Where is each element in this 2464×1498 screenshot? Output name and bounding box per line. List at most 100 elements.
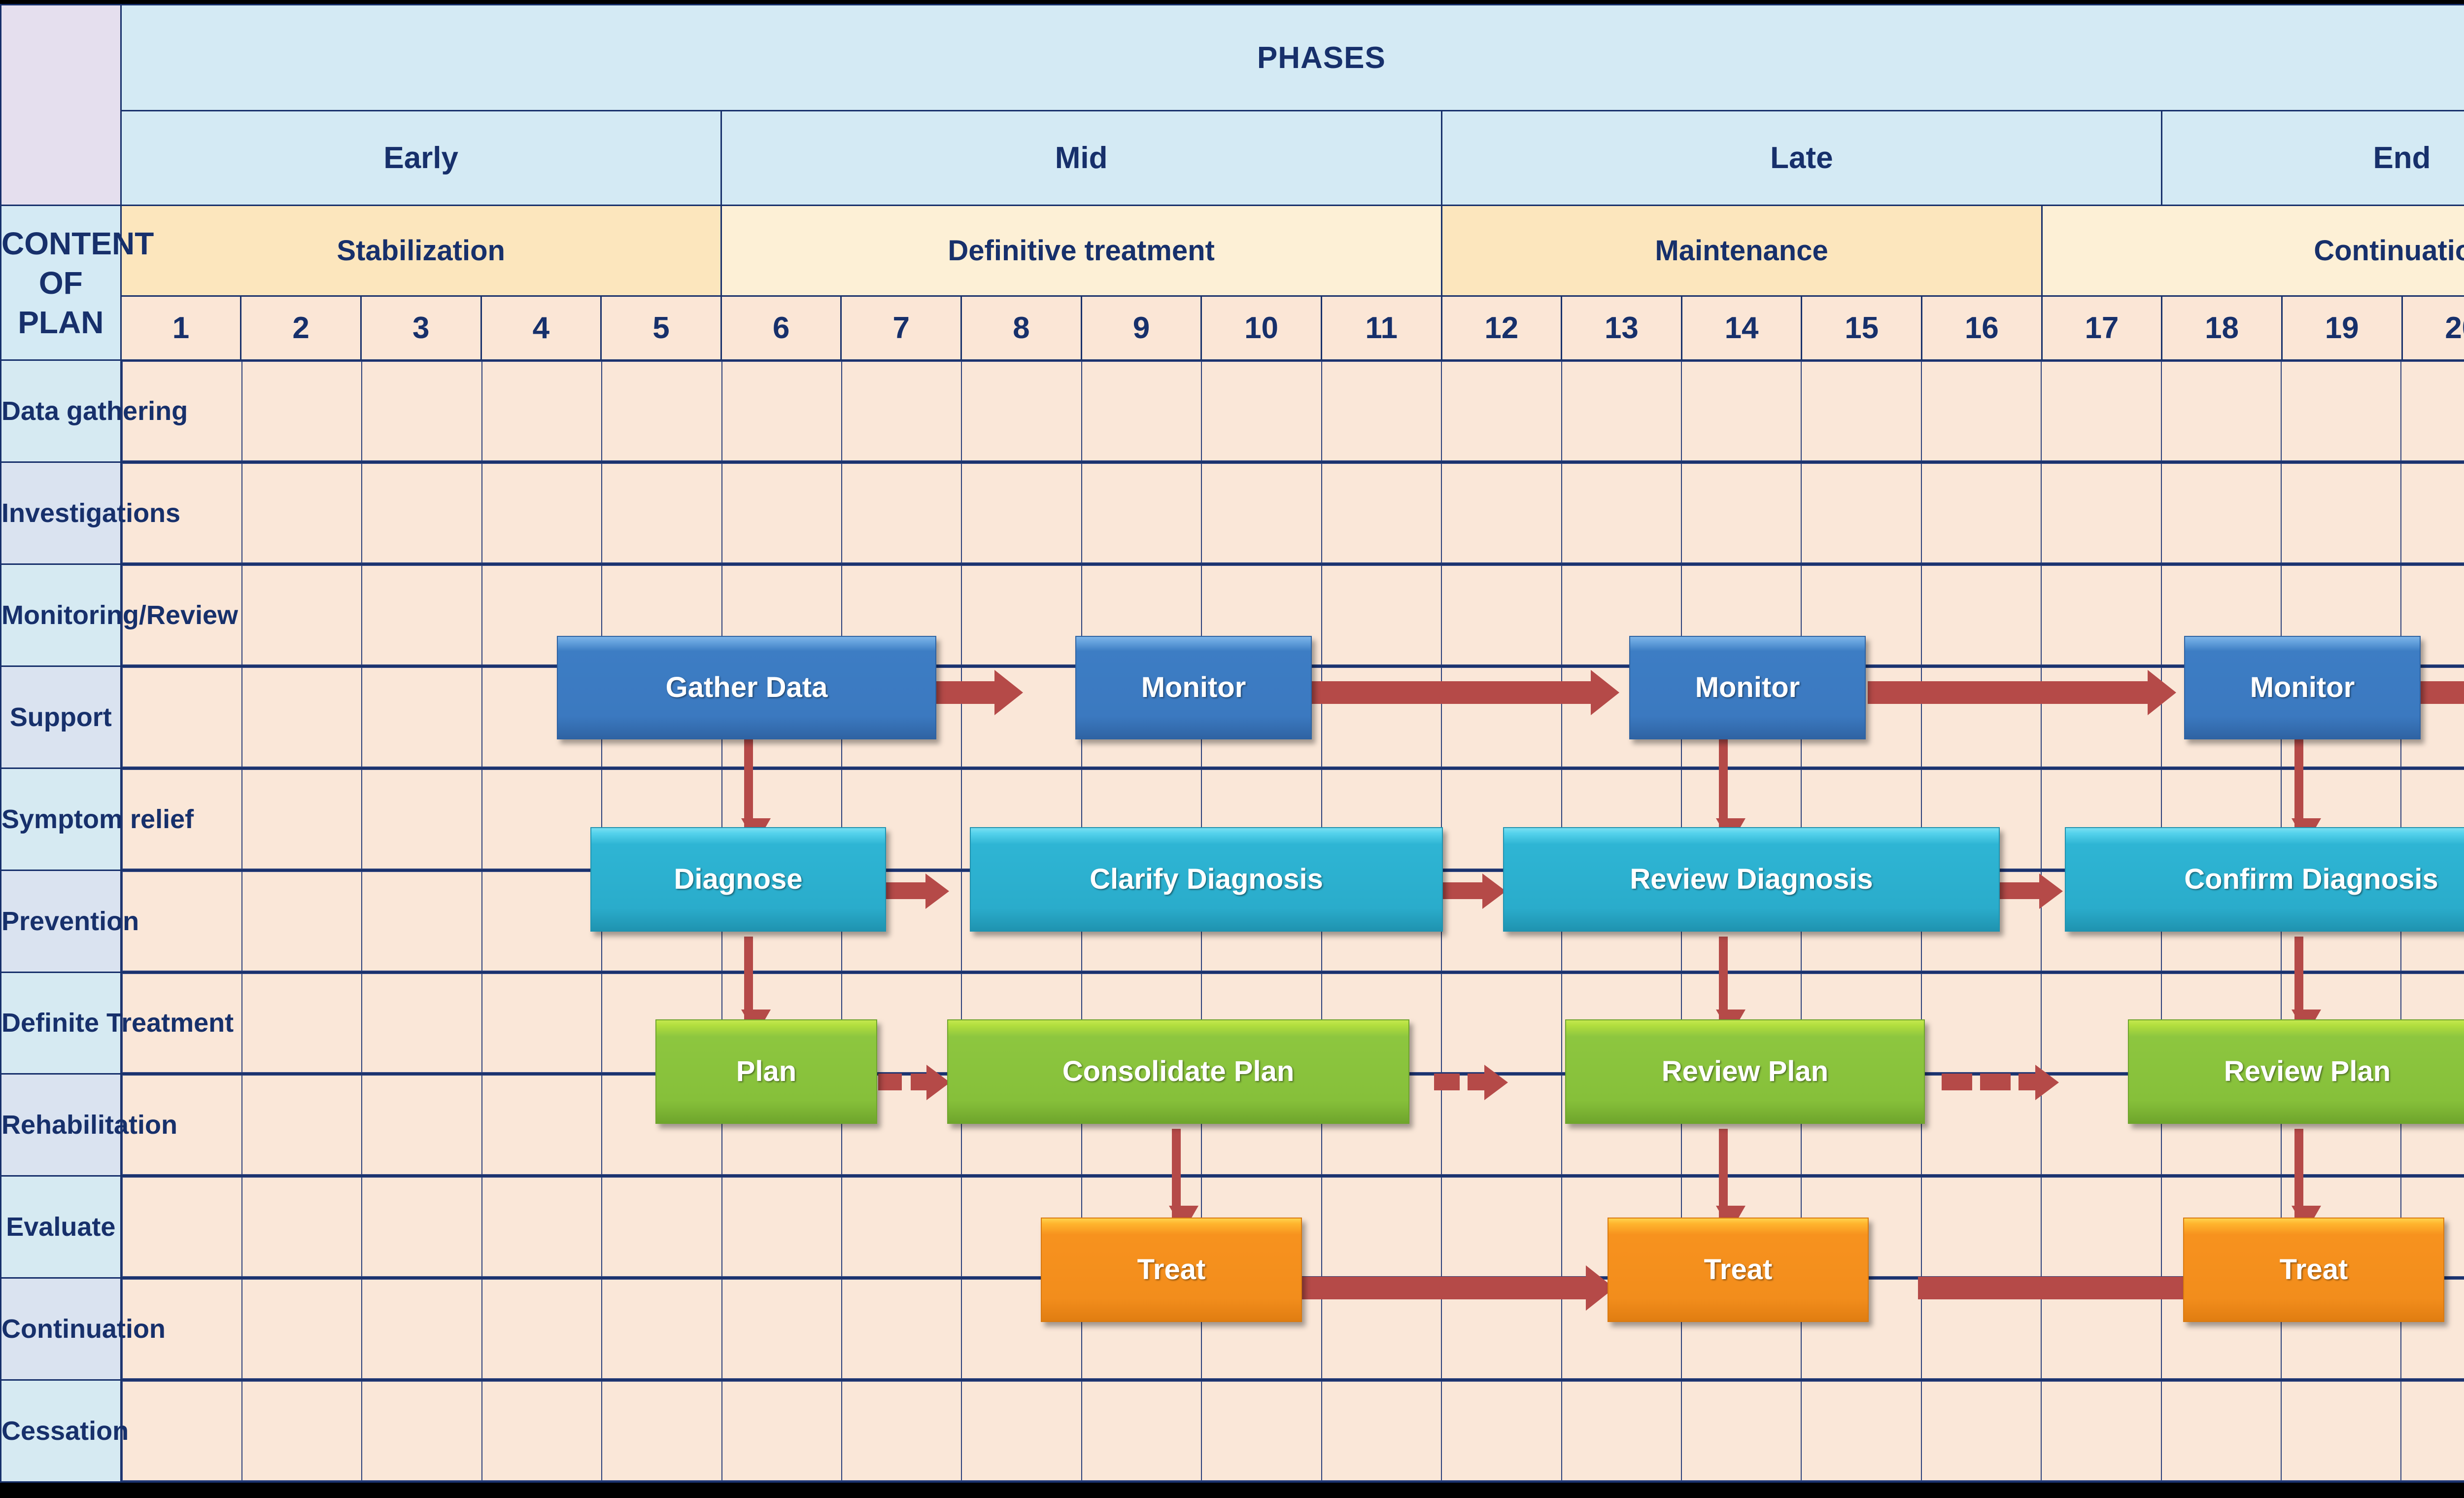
grid-cell bbox=[1321, 1177, 1442, 1278]
grid-cell bbox=[841, 463, 962, 564]
arrow-diagnose-down-to-plan bbox=[744, 937, 753, 1020]
grid-cell bbox=[481, 973, 603, 1074]
arrow-review-plan2-down-to-treat3 bbox=[2294, 1129, 2303, 1218]
node-label: Monitor bbox=[1695, 671, 1800, 703]
grid-cell bbox=[121, 1075, 243, 1176]
node-treat-3[interactable]: Treat bbox=[2183, 1218, 2444, 1322]
node-clarify-diagnosis[interactable]: Clarify Diagnosis bbox=[970, 827, 1443, 932]
node-gather-data[interactable]: Gather Data bbox=[557, 636, 936, 739]
header-row-stages: Early Mid Late End bbox=[1, 110, 2464, 207]
substage-maintenance: Maintenance bbox=[1440, 205, 2043, 297]
grid-cell bbox=[1561, 1380, 1682, 1482]
node-review-diagnosis[interactable]: Review Diagnosis bbox=[1503, 827, 2000, 932]
node-label: Review Plan bbox=[2224, 1055, 2391, 1087]
arrow-review-to-confirm bbox=[2000, 882, 2044, 899]
header-row-substages: CONTENT OF PLAN Stabilization Definitive… bbox=[0, 205, 2464, 361]
node-label: Treat bbox=[2279, 1254, 2348, 1286]
week-number-4: 4 bbox=[480, 295, 602, 361]
row-label-evaluate: Evaluate bbox=[0, 1175, 122, 1279]
grid-cell bbox=[1321, 1380, 1442, 1482]
grid-cell bbox=[241, 768, 363, 870]
grid-cell bbox=[2400, 463, 2464, 564]
grid-cell bbox=[481, 1075, 603, 1176]
arrowhead-consolidate-to-review bbox=[1484, 1065, 1508, 1100]
grid-cell bbox=[2041, 1177, 2162, 1278]
node-consolidate-plan[interactable]: Consolidate Plan bbox=[947, 1019, 1409, 1124]
grid-cell bbox=[481, 1279, 603, 1379]
grid-cell bbox=[241, 361, 363, 462]
grid-cell bbox=[841, 1380, 962, 1482]
grid-cell bbox=[841, 1177, 962, 1278]
week-number-20: 20 bbox=[2401, 295, 2464, 361]
grid-cell bbox=[241, 463, 363, 564]
node-monitor-2[interactable]: Monitor bbox=[1629, 636, 1866, 739]
week-number-10: 10 bbox=[1200, 295, 1322, 361]
grid-cell bbox=[121, 1279, 243, 1379]
node-label: Confirm Diagnosis bbox=[2184, 863, 2438, 895]
grid-cell bbox=[481, 768, 603, 870]
grid-cell bbox=[121, 871, 243, 972]
node-label: Consolidate Plan bbox=[1062, 1055, 1295, 1087]
node-label: Review Plan bbox=[1661, 1055, 1829, 1087]
grid-cell bbox=[361, 666, 482, 767]
grid-cell bbox=[481, 361, 603, 462]
grid-cell bbox=[1680, 1380, 1802, 1482]
grid-cell bbox=[1441, 463, 1562, 564]
arrow-monitor2-to-monitor3 bbox=[1868, 681, 2154, 704]
node-treat-1[interactable]: Treat bbox=[1041, 1218, 1302, 1322]
grid-cell bbox=[1801, 463, 1922, 564]
node-review-plan-2[interactable]: Review Plan bbox=[2128, 1019, 2464, 1124]
grid-cell bbox=[1201, 463, 1322, 564]
grid-cell bbox=[1081, 361, 1202, 462]
grid-cell bbox=[241, 666, 363, 767]
grid-cell bbox=[361, 871, 482, 972]
arrowhead-review-to-confirm bbox=[2039, 873, 2063, 909]
grid-cell bbox=[361, 1177, 482, 1278]
row-label-rehabilitation: Rehabilitation bbox=[0, 1073, 177, 1177]
stage-late: Late bbox=[1440, 110, 2163, 207]
grid-cell bbox=[481, 1380, 603, 1482]
grid-cell bbox=[2160, 1380, 2282, 1482]
phases-matrix: PHASES Early Mid Late End CONTENT OF PLA… bbox=[0, 3, 2464, 1483]
grid-cell bbox=[1201, 361, 1322, 462]
header-row-weeks: 1234567891011121314151617181920212223 bbox=[1, 295, 2464, 361]
grid-cell bbox=[2160, 361, 2282, 462]
node-label: Monitor bbox=[1141, 671, 1246, 703]
node-plan[interactable]: Plan bbox=[655, 1019, 877, 1124]
stage-early: Early bbox=[120, 110, 722, 207]
grid-cell bbox=[1081, 1380, 1202, 1482]
grid-cell bbox=[241, 1380, 363, 1482]
node-treat-2[interactable]: Treat bbox=[1608, 1218, 1869, 1322]
grid-cell bbox=[1920, 973, 2042, 1074]
arrowhead-gather-to-monitor1 bbox=[994, 670, 1023, 715]
grid-cell bbox=[2041, 1380, 2162, 1482]
node-review-plan-1[interactable]: Review Plan bbox=[1565, 1019, 1925, 1124]
node-label: Treat bbox=[1137, 1254, 1206, 1286]
node-confirm-diagnosis[interactable]: Confirm Diagnosis bbox=[2065, 827, 2464, 932]
corner-title-line2: PLAN bbox=[18, 304, 104, 340]
arrow-plan-to-consolidate-seg1 bbox=[878, 1074, 902, 1090]
grid-cell bbox=[1441, 973, 1562, 1074]
arrow-consolidate-down-to-treat1 bbox=[1172, 1129, 1181, 1218]
node-diagnose[interactable]: Diagnose bbox=[590, 827, 886, 932]
grid-cell bbox=[2280, 1380, 2402, 1482]
phases-title: PHASES bbox=[120, 3, 2464, 112]
grid-cell bbox=[601, 463, 722, 564]
corner-title: CONTENT OF PLAN bbox=[0, 205, 154, 361]
node-label: Plan bbox=[736, 1055, 797, 1087]
grid-cell bbox=[1920, 361, 2042, 462]
node-monitor-3[interactable]: Monitor bbox=[2184, 636, 2421, 739]
node-monitor-1[interactable]: Monitor bbox=[1075, 636, 1312, 739]
grid-cell bbox=[1920, 1075, 2042, 1176]
grid-cell bbox=[121, 463, 243, 564]
grid-cell bbox=[121, 361, 243, 462]
grid-cell bbox=[361, 1380, 482, 1482]
row-label-data-gathering: Data gathering bbox=[0, 359, 188, 463]
grid-cell bbox=[121, 973, 243, 1074]
grid-cell bbox=[2160, 463, 2282, 564]
grid-cell bbox=[721, 1279, 843, 1379]
row-cells-investigations bbox=[120, 461, 2464, 565]
grid-cell bbox=[961, 565, 1082, 665]
grid-cell bbox=[2041, 361, 2162, 462]
